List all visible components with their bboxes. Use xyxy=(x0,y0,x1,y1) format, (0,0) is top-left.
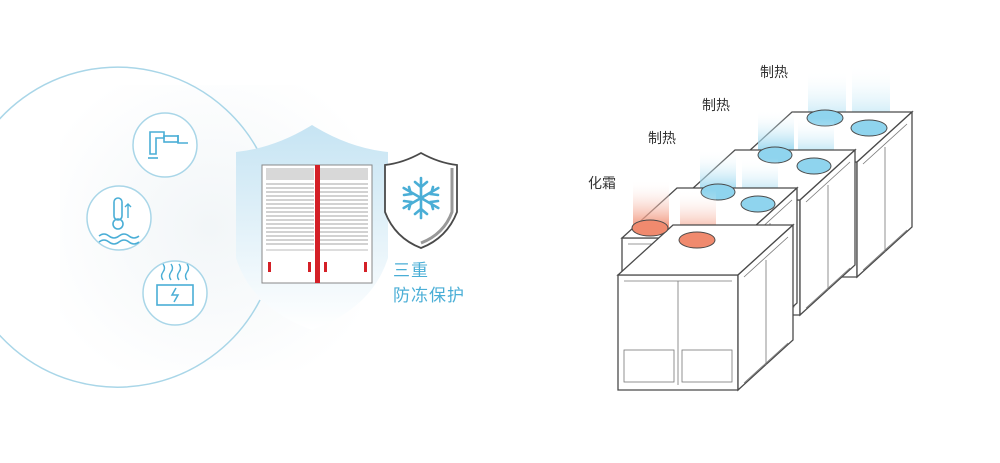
heat-pump-unit xyxy=(261,164,373,284)
protection-label-line1: 三重 xyxy=(393,261,429,281)
fan-defrost-icon xyxy=(631,219,669,237)
protection-label-line2: 防冻保护 xyxy=(393,286,465,306)
water-temperature-icon xyxy=(86,185,152,251)
heat-pump-unit-defrost xyxy=(617,180,794,391)
heating-label-2: 制热 xyxy=(702,98,730,114)
water-pipe-icon xyxy=(132,112,198,178)
protection-cycle-arc xyxy=(0,66,266,388)
snowflake-shield-icon xyxy=(384,151,458,249)
electric-heater-icon xyxy=(142,260,208,326)
fan-heating-icon xyxy=(850,119,888,137)
heating-label-1: 制热 xyxy=(648,131,676,147)
fan-heating-icon xyxy=(796,157,832,175)
fan-defrost-icon xyxy=(678,231,716,249)
heating-label-3: 制热 xyxy=(760,65,788,81)
defrost-label: 化霜 xyxy=(588,176,616,192)
fan-heating-icon xyxy=(740,195,776,213)
